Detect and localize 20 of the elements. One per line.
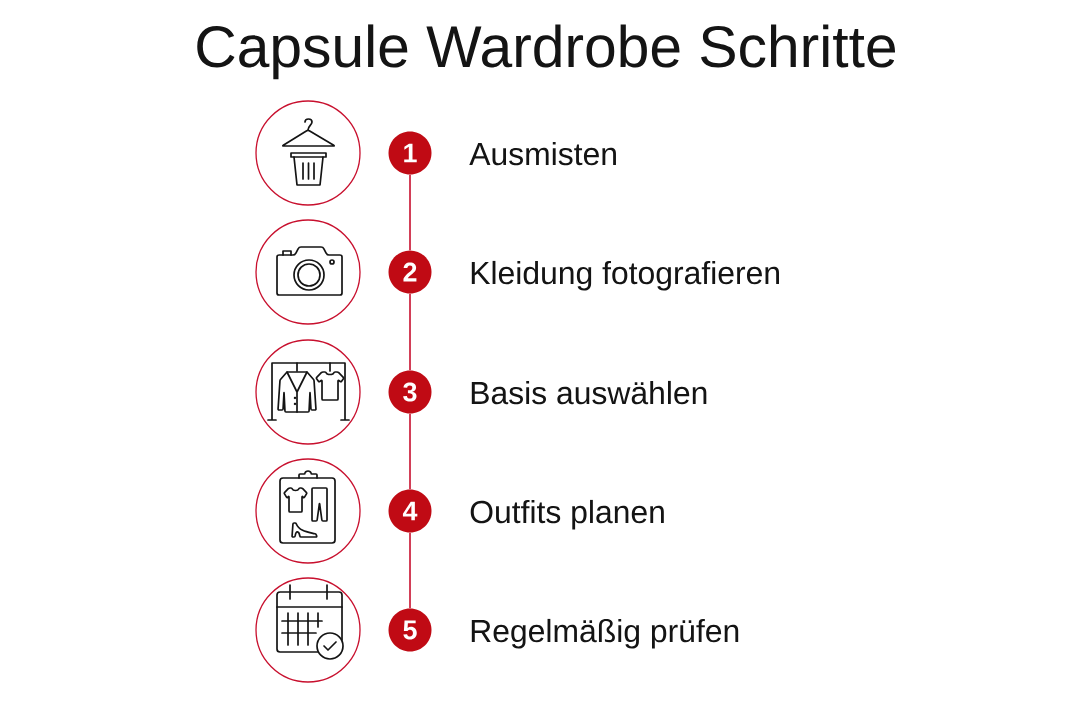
icon-circle (255, 100, 361, 206)
step-label: Outfits planen (470, 499, 664, 530)
title: Capsule Wardrobe Schritte (197, 24, 895, 80)
step-label: Regelmäßig prüfen (471, 618, 739, 649)
icon-circle (255, 339, 361, 445)
step-number: 4 (388, 489, 432, 533)
connector-line (409, 531, 411, 610)
connector-line (409, 173, 411, 252)
icon-circle (255, 219, 361, 325)
icon-circle (255, 577, 361, 683)
step-label: Kleidung fotografieren (471, 260, 779, 291)
connector-line (409, 292, 411, 372)
step-label: Basis auswählen (471, 380, 707, 405)
step-number: 2 (388, 250, 432, 294)
icon-circle (255, 458, 361, 564)
step-number: 3 (388, 370, 432, 414)
step-label: Ausmisten (469, 141, 616, 166)
step-number: 5 (388, 608, 432, 652)
step-number: 1 (388, 131, 432, 175)
connector-line (409, 412, 411, 491)
